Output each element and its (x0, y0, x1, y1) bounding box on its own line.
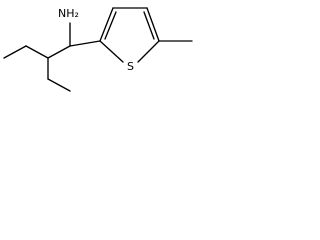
bond-thiophene-c2-c3 (99, 7, 114, 42)
bond-thiophene-c2-c3-inner (104, 11, 117, 40)
bond-thiophene-c5-s (137, 40, 160, 63)
bond-alpha-carbon-to-thiophene (69, 40, 101, 47)
amine-label: NH₂ (58, 7, 79, 20)
bond-branch-to-alpha-carbon (47, 45, 71, 59)
chemical-structure-diagram: NH₂ S (3, 7, 193, 92)
bond-thiophene-c4-c5-inner (143, 11, 155, 40)
thiophene-sulfur-label: S (127, 60, 134, 73)
bond-thiophene-c4-c5 (146, 7, 160, 42)
bond-ethyl-right-ch2-ch3 (47, 78, 71, 92)
bond-thiophene-s-c2 (99, 40, 124, 63)
bond-layer (3, 7, 193, 92)
bond-ethyl-left-ch3-ch2 (3, 45, 27, 59)
bond-ethyl-left-ch2-branch (25, 45, 49, 59)
